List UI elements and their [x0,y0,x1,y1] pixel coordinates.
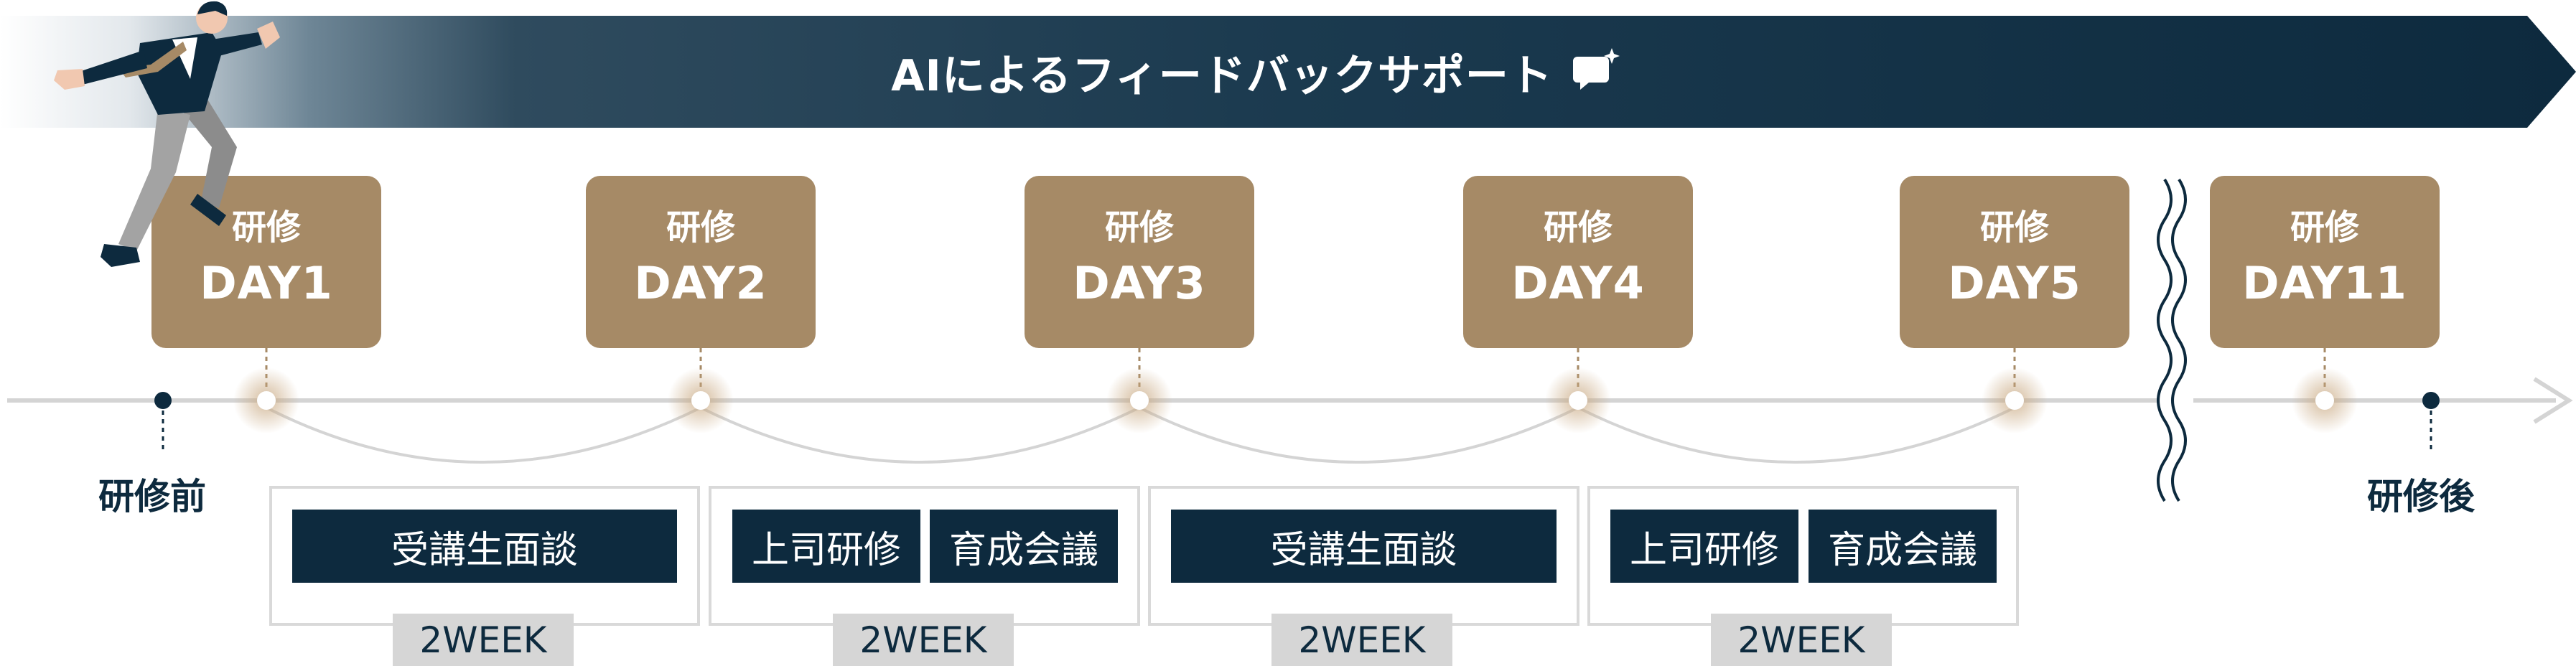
day-label-number: DAY3 [1073,257,1206,309]
day-label-number: DAY11 [2242,257,2407,309]
day-box-1: 研修 DAY1 [151,176,381,348]
day-box-5: 研修 DAY5 [1900,176,2129,348]
banner-title: AIによるフィードバックサポート [891,50,1553,101]
period-connectors [266,406,2015,464]
day-label-kind: 研修 [1979,207,2049,248]
day-label-number: DAY2 [634,257,767,309]
duration-badge: 2WEEK [1711,614,1892,666]
activity-interview: 受講生面談 [292,510,677,583]
banner-title-row: AIによるフィードバックサポート [0,29,2513,115]
day-label-number: DAY1 [200,257,333,309]
timeline-axis [7,377,2573,424]
duration-badge: 2WEEK [833,614,1014,666]
day-label-kind: 研修 [666,207,735,248]
day-label-kind: 研修 [231,207,301,248]
day-box-11: 研修 DAY11 [2210,176,2440,348]
activity-development-meeting: 育成会議 [930,510,1118,583]
chat-sparkle-icon [1572,48,1620,90]
runner-illustration [54,1,280,267]
day-label-kind: 研修 [2290,207,2359,248]
activity-interview: 受講生面談 [1171,510,1557,583]
activity-development-meeting: 育成会議 [1809,510,1997,583]
day-label-kind: 研修 [1104,207,1174,248]
duration-badge: 2WEEK [1271,614,1452,666]
post-training-label: 研修後 [2367,476,2475,517]
day-label-number: DAY5 [1948,257,2081,309]
day-box-3: 研修 DAY3 [1025,176,1254,348]
day-box-4: 研修 DAY4 [1463,176,1693,348]
duration-badge: 2WEEK [393,614,574,666]
day-label-kind: 研修 [1543,207,1613,248]
pre-training-label: 研修前 [98,476,206,517]
day-label-number: DAY4 [1511,257,1645,309]
timeline-break-marks [2157,178,2187,502]
day-box-2: 研修 DAY2 [586,176,816,348]
activity-manager-training: 上司研修 [1610,510,1798,583]
ai-feedback-banner [0,16,2576,128]
activity-manager-training: 上司研修 [732,510,920,583]
pre-post-markers [154,392,2440,451]
day-dots [233,367,2358,433]
